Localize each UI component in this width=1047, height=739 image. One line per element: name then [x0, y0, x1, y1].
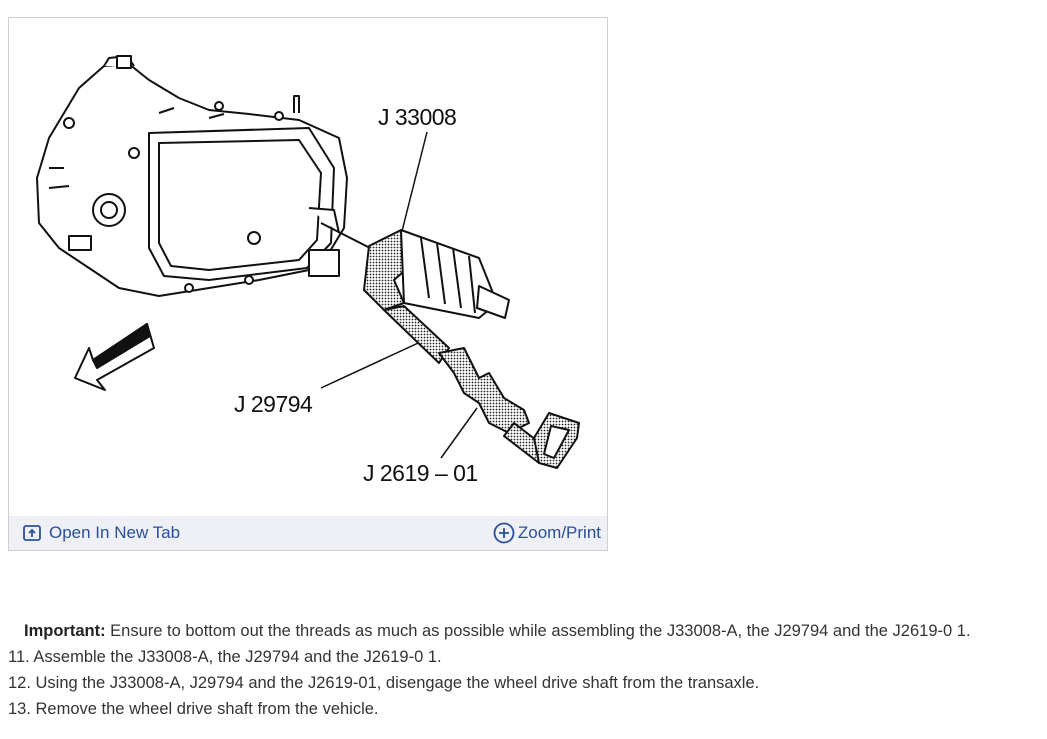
- important-text: Ensure to bottom out the threads as much…: [105, 622, 971, 640]
- step-11: 11. Assemble the J33008-A, the J29794 an…: [8, 648, 442, 666]
- callout-j29794: J 29794: [234, 391, 313, 417]
- leader-lines: [320, 131, 478, 459]
- zoom-print-label: Zoom/Print: [517, 523, 601, 542]
- open-in-new-tab-button[interactable]: Open In New Tab: [23, 516, 180, 550]
- transaxle-diagram: [36, 55, 580, 469]
- direction-arrow-icon: [74, 323, 155, 391]
- callout-j2619-01: J 2619 – 01: [363, 460, 478, 486]
- drive-shaft-assembly: [320, 222, 580, 469]
- step-13: 13. Remove the wheel drive shaft from th…: [8, 700, 379, 718]
- instructions: Important: Ensure to bottom out the thre…: [8, 618, 971, 722]
- zoom-plus-icon: [493, 522, 515, 544]
- step-12: 12. Using the J33008-A, J29794 and the J…: [8, 674, 760, 692]
- open-new-tab-icon: [23, 525, 41, 541]
- transaxle-housing: [36, 55, 348, 297]
- figure-toolbar: Open In New Tab Zoom/Print: [9, 516, 607, 550]
- zoom-print-button[interactable]: Zoom/Print: [493, 516, 601, 550]
- figure-container: J 33008 J 29794 J 2619 – 01 Open In New …: [8, 17, 608, 551]
- open-in-new-tab-label: Open In New Tab: [49, 523, 181, 542]
- important-note: Important: Ensure to bottom out the thre…: [8, 618, 971, 644]
- important-label: Important:: [24, 622, 106, 640]
- callout-j33008: J 33008: [378, 104, 457, 130]
